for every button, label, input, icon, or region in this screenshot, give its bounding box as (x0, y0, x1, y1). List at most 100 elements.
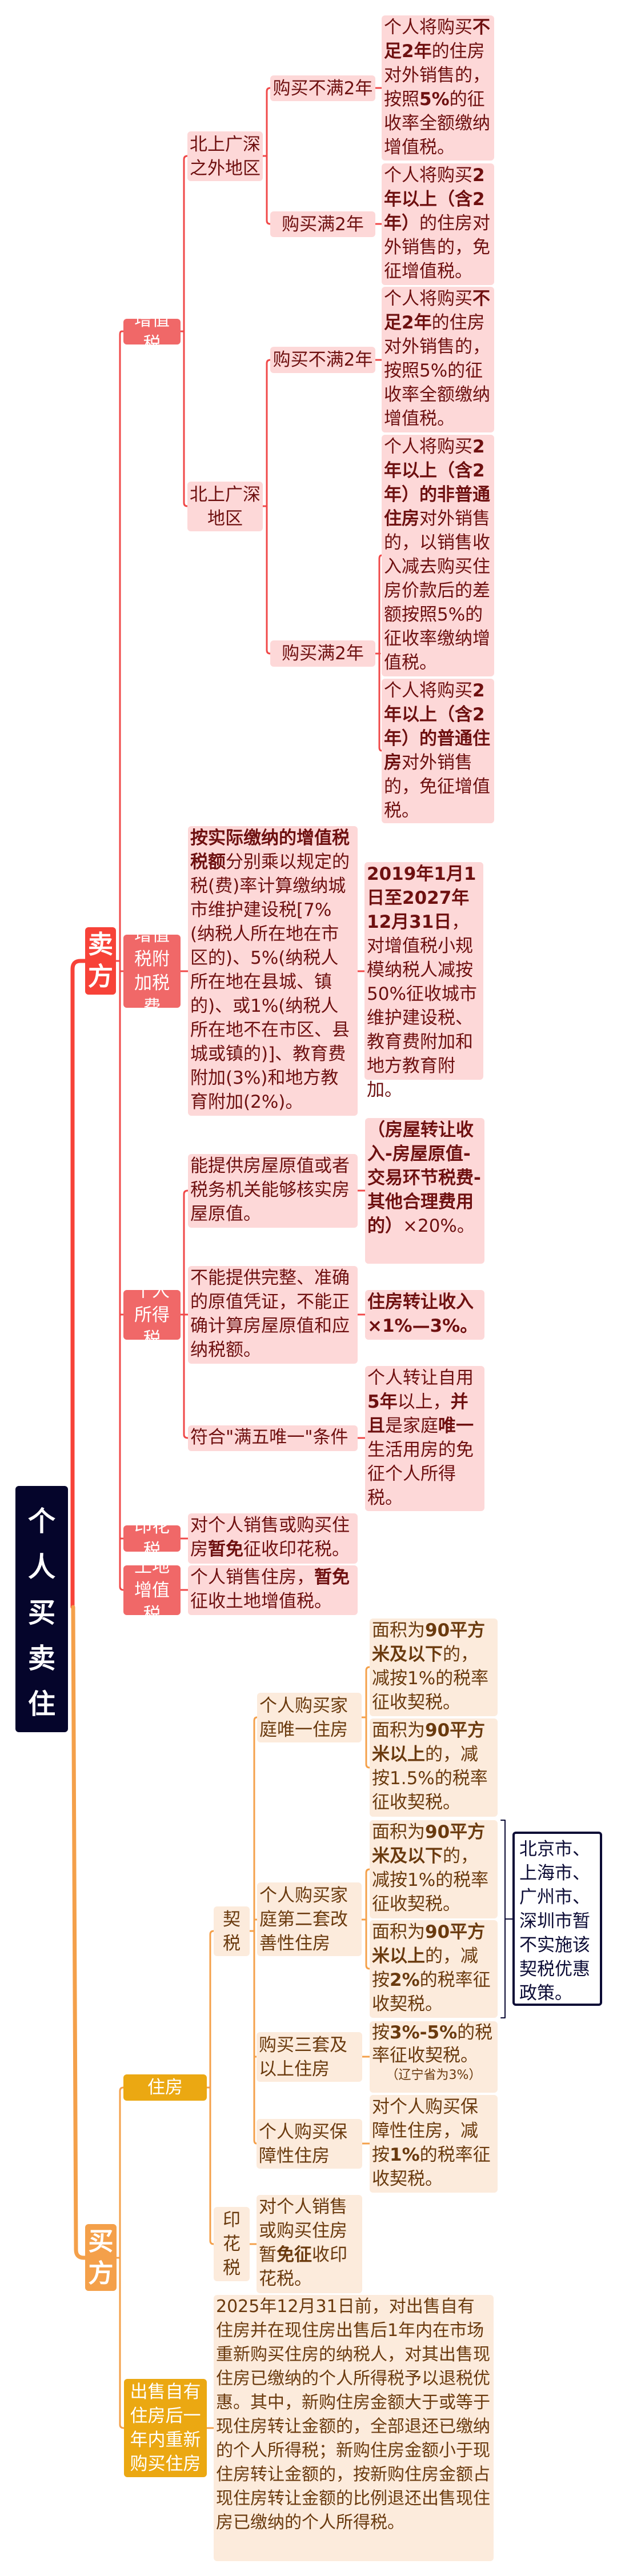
deed-exception-note[interactable]: 北京市、上海市、广州市、深圳市暂不实施该契税优惠政策。 (512, 1832, 602, 2006)
iit-rule-leaf[interactable]: （房屋转让收入-房屋原值-交易环节税费-其他合理费用的）×20%。 (365, 1118, 484, 1264)
iit-condition-node[interactable]: 不能提供完整、准确的原值凭证，不能正确计算房屋原值和应纳税额。 (188, 1266, 358, 1364)
iit-rule-leaf[interactable]: 住房转让收入×1%—3%。 (365, 1290, 484, 1340)
seller-trunk (70, 959, 87, 1609)
land-vat-rule-leaf[interactable]: 个人销售住房，暂免征收土地增值税。 (188, 1565, 358, 1615)
buyer-stamp-rule-leaf[interactable]: 对个人销售或购买住房暂免征收印花税。 (257, 2195, 362, 2293)
deed-rule-leaf[interactable]: 面积为90平方米及以下的，减按1%的税率征收契税。 (370, 1820, 498, 1918)
deed-rule-leaf[interactable]: 面积为90平方米以上的，减按2%的税率征收契税。 (370, 1920, 498, 2018)
tier1-over-2y-node[interactable]: 购买满2年 (270, 640, 375, 667)
text-segment: ，对增值税小规模纳税人减按50%征收城市维护建设税、教育费附加和地方教育附加。 (367, 912, 477, 1100)
surcharge-rule-leaf[interactable]: 按实际缴纳的增值税税额分别乘以规定的税(费)率计算缴纳城市维护建设税[7%(纳税… (188, 826, 358, 1116)
text-segment: （辽宁省为3%） (386, 2068, 482, 2082)
bold-text-segment: 5% (419, 89, 450, 110)
individual-income-tax-node[interactable]: 个人所得税 (123, 1281, 181, 1349)
rule-leaf[interactable]: 个人将购买不足2年的住房对外销售的，按照5%的征收率全额缴纳增值税。 (382, 287, 494, 432)
deed-rule-leaf[interactable]: 面积为90平方米以上的，减按1.5%的税率征收契税。 (370, 1718, 498, 1817)
text-segment: 的，减按1%的税率征收契税。 (372, 1846, 489, 1914)
rule-leaf[interactable]: 个人将购买不足2年的住房对外销售的，按照5%的征收率全额缴纳增值税。 (382, 15, 494, 161)
tier1-cities-node[interactable]: 北上广深地区 (187, 482, 263, 531)
iit-condition-node[interactable]: 能提供房屋原值或者税务机关能够核实房屋原值。 (188, 1154, 358, 1228)
bold-text-segment: （房屋转让收入-房屋原值-交易环节税费-其他合理费用的） (367, 1120, 481, 1236)
text-segment: 的税率征收契税。 (372, 2022, 493, 2066)
text-segment: 征收土地增值税。 (190, 1591, 332, 1612)
stamp-rule-leaf[interactable]: 对个人销售或购买住房暂免征收印花税。 (188, 1513, 358, 1564)
land-vat-node[interactable]: 土地增值税 (123, 1556, 181, 1625)
text-segment: 个人销售住房， (190, 1567, 314, 1588)
bold-text-segment: 1% (390, 2145, 420, 2165)
vat-surcharge-node[interactable]: 增值税附加税费 (123, 925, 181, 1017)
text-segment: 的征收率全额缴纳增值税。 (384, 89, 490, 158)
text-segment: 分别乘以规定的税(费)率计算缴纳城市维护建设税[7%(纳税人所在地在市区的)、5… (190, 852, 350, 1112)
rule-leaf[interactable]: 个人将购买2年以上（含2年）的非普通住房对外销售的，以销售收入减去购买住房价款后… (382, 435, 494, 676)
iit-condition-node[interactable]: 符合"满五唯一"条件 (188, 1425, 358, 1451)
text-segment: 的，减按 (372, 1946, 478, 1990)
bold-text-segment: 90平方米以上 (372, 1922, 486, 1966)
stamp-tax-node[interactable]: 印花税 (123, 1516, 181, 1561)
outside-under-2y-node[interactable]: 购买不满2年 (270, 75, 375, 101)
deed-tax-node[interactable]: 契税 (214, 1906, 250, 1956)
outside-tier1-node[interactable]: 北上广深之外地区 (187, 131, 263, 181)
seller-node[interactable]: 卖方 (85, 927, 116, 995)
rule-leaf[interactable]: 个人将购买2年以上（含2年）的普通住房对外销售的，免征增值税。 (382, 679, 494, 823)
bold-text-segment: 2019年1月1日至2027年12月31日 (367, 864, 476, 932)
rule-leaf[interactable]: 个人将购买2年以上（含2年）的住房对外销售的，免征增值税。 (382, 163, 494, 285)
bold-text-segment: 唯一 (438, 1416, 474, 1436)
resale-rebuy-node[interactable]: 出售自有住房后一年内重新购买住房 (124, 2379, 207, 2477)
text-segment: 的税率征收契税。 (372, 2145, 491, 2189)
second-home-node[interactable]: 个人购买家庭第二套改善性住房 (257, 1882, 362, 1956)
text-segment: 对个人购买保障性住房，减按 (372, 2097, 478, 2165)
text-segment: 的，减按1%的税率征收契税。 (372, 1644, 489, 1713)
affordable-housing-node[interactable]: 个人购买保障性住房 (257, 2119, 362, 2169)
root-topic[interactable]: 个人买卖住房 (15, 1486, 68, 1766)
text-segment: 个人将购买 (384, 17, 472, 38)
surcharge-relief-leaf[interactable]: 2019年1月1日至2027年12月31日，对增值税小规模纳税人减按50%征收城… (364, 862, 483, 1100)
text-segment: 面积为 (372, 1822, 425, 1842)
deed-rule-leaf[interactable]: 面积为90平方米及以下的，减按1%的税率征收契税。 (370, 1618, 498, 1716)
bold-text-segment: 并且 (367, 1392, 468, 1436)
housing-node[interactable]: 住房 (123, 2074, 207, 2101)
bold-text-segment: 90平方米及以下 (372, 1822, 486, 1866)
bold-text-segment: 暂免 (314, 1567, 350, 1588)
text-segment: 的税率征收契税。 (372, 1970, 491, 2014)
text-segment: 是家庭 (385, 1416, 438, 1436)
text-segment: 生活用房的免征个人所得税。 (367, 1440, 474, 1508)
text-segment: ×20%。 (403, 1216, 475, 1236)
text-segment: 的住房对外销售的，按照 (384, 41, 490, 110)
bold-text-segment: 90平方米以上 (372, 1720, 486, 1765)
only-home-node[interactable]: 个人购买家庭唯一住房 (257, 1693, 362, 1742)
bold-text-segment: 2年以上（含2年）的普通住房 (384, 680, 490, 773)
text-segment: 2025年12月31日前，对出售自有住房并在现住房出售后1年内在市场重新购买住房… (216, 2297, 490, 2533)
bold-text-segment: 免征 (277, 2245, 312, 2265)
text-segment: 面积为 (372, 1922, 425, 1942)
note-bracket (500, 1820, 513, 2018)
text-segment: 面积为 (372, 1720, 425, 1741)
text-segment: 收印花税。 (259, 2245, 347, 2289)
text-segment: 对个人销售或购买住房暂 (259, 2197, 347, 2265)
text-segment: 个人将购买 (384, 680, 472, 701)
text-segment: 征收印花税。 (243, 1539, 350, 1560)
bold-text-segment: 不足2年 (384, 289, 490, 333)
tier1-under-2y-node[interactable]: 购买不满2年 (270, 347, 375, 373)
text-segment: 个人将购买 (384, 436, 472, 457)
deed-rule-leaf[interactable]: 对个人购买保障性住房，减按1%的税率征收契税。 (370, 2095, 498, 2193)
text-segment: 个人转让自用 (367, 1368, 474, 1388)
bold-text-segment: 5年 (367, 1392, 398, 1412)
text-segment: 对个人销售或购买住房 (190, 1515, 350, 1560)
bold-text-segment: 不足2年 (384, 17, 490, 62)
buyer-stamp-tax-node[interactable]: 印花税 (214, 2207, 250, 2281)
third-home-node[interactable]: 购买三套及以上住房 (257, 2032, 362, 2082)
bold-text-segment: 2% (390, 1970, 420, 1990)
bold-text-segment: 暂免 (208, 1539, 243, 1560)
vat-node[interactable]: 增值税 (123, 310, 181, 354)
bold-text-segment: 90平方米及以下 (372, 1620, 486, 1665)
outside-over-2y-node[interactable]: 购买满2年 (270, 211, 375, 237)
resale-rule-leaf[interactable]: 2025年12月31日前，对出售自有住房并在现住房出售后1年内在市场重新购买住房… (214, 2295, 494, 2561)
text-segment: 的住房对外销售的，按照5%的征收率全额缴纳增值税。 (384, 313, 490, 429)
text-segment: 面积为 (372, 1620, 425, 1641)
buyer-node[interactable]: 买方 (85, 2224, 117, 2291)
text-segment: 按 (372, 2022, 390, 2043)
buyer-trunk (71, 1605, 87, 2260)
deed-rule-leaf[interactable]: 按3%-5%的税率征收契税。（辽宁省为3%） (370, 2021, 498, 2093)
iit-rule-leaf[interactable]: 个人转让自用5年以上，并且是家庭唯一生活用房的免征个人所得税。 (365, 1366, 484, 1511)
